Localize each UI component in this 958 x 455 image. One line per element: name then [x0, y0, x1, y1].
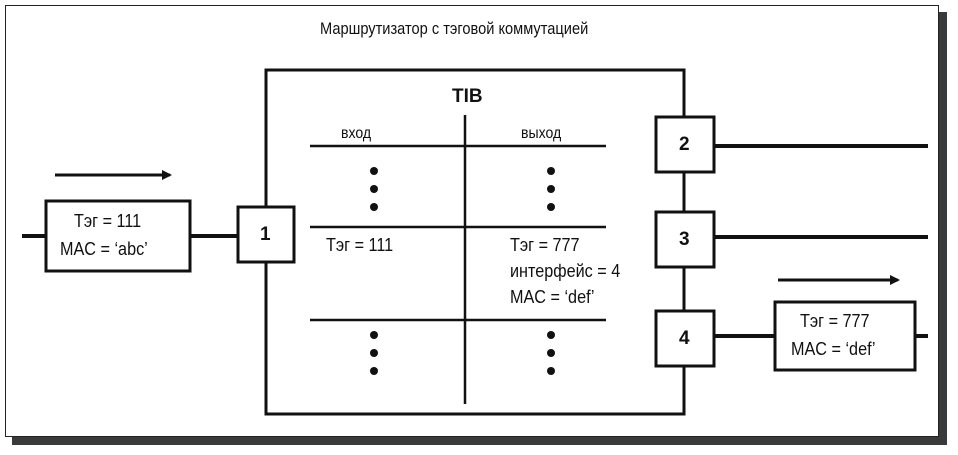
packet-out-box: [773, 300, 917, 372]
tib-entry-out-interface: интерфейс = 4: [510, 261, 621, 281]
port-2-box: [654, 115, 716, 174]
port-3-box: [654, 210, 716, 269]
port-1-box: [236, 205, 296, 264]
column-header-in: вход: [341, 125, 372, 142]
packet-in-box: [44, 199, 192, 273]
packet-in-tag: Тэг = 111: [74, 211, 142, 231]
packet-in-mac: MAC = ‘abc’: [60, 239, 148, 259]
ellipsis-dots-in-top: [370, 167, 378, 211]
column-header-out: выход: [521, 125, 562, 142]
packet-out-tag: Тэг = 777: [800, 311, 870, 331]
ellipsis-dots-out-bottom: [547, 331, 555, 375]
port-4-label: 4: [679, 328, 690, 349]
tib-label: TIB: [452, 86, 483, 107]
packet-out-mac: MAC = ‘def’: [791, 339, 876, 359]
port-4-box: [654, 309, 716, 368]
router-box: [264, 68, 686, 416]
ellipsis-dots-in-bottom: [370, 331, 378, 375]
tib-entry-in-tag: Тэг = 111: [326, 235, 394, 255]
port-1-label: 1: [260, 224, 271, 245]
ellipsis-dots-out-top: [547, 167, 555, 211]
tib-entry-out-tag: Тэг = 777: [510, 235, 580, 255]
tib-entry-out-mac: MAC = ‘def’: [510, 287, 595, 307]
diagram-title: Маршрутизатор с тэговой коммутацией: [320, 19, 589, 38]
port-2-label: 2: [679, 134, 690, 155]
port-3-label: 3: [679, 229, 690, 250]
